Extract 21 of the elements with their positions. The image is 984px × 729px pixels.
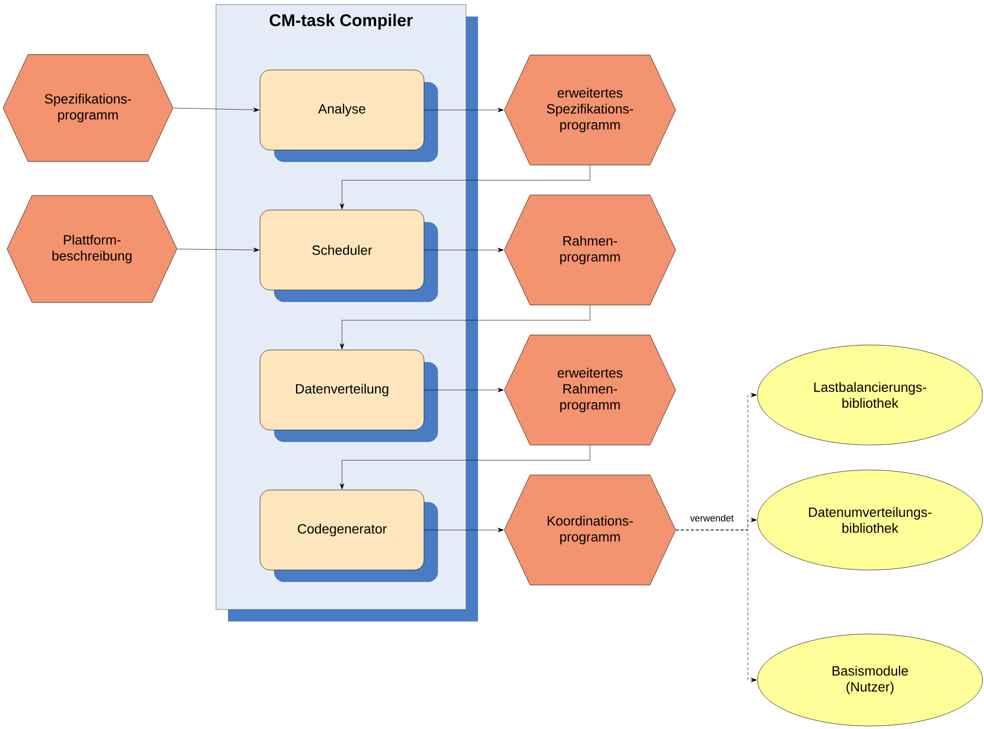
arrow [176, 248, 260, 252]
arrow [424, 388, 504, 392]
arrow [340, 165, 590, 210]
data-hexagon: Rahmen- programm [504, 194, 676, 306]
data-hexagon: erweitertes Rahmen- programm [504, 334, 676, 446]
arrow [424, 248, 504, 252]
data-hexagon: Koordinations- programm [504, 474, 676, 586]
arrow [340, 445, 590, 490]
arrow [340, 305, 590, 350]
edge-label: verwendet [689, 514, 735, 522]
process-box: Scheduler [260, 210, 438, 302]
data-hexagon: Spezifikations- programm [2, 54, 174, 162]
arrow [676, 530, 757, 682]
process-box: Datenverteilung [260, 350, 438, 442]
process-box: Analyse [260, 70, 438, 162]
data-hexagon: erweitertes Spezifikations- programm [504, 54, 676, 166]
arrow [172, 108, 260, 112]
arrow [424, 528, 504, 532]
data-hexagon: Plattform- beschreibung [6, 195, 178, 303]
arrow [424, 108, 504, 112]
process-box: Codegenerator [260, 490, 438, 582]
